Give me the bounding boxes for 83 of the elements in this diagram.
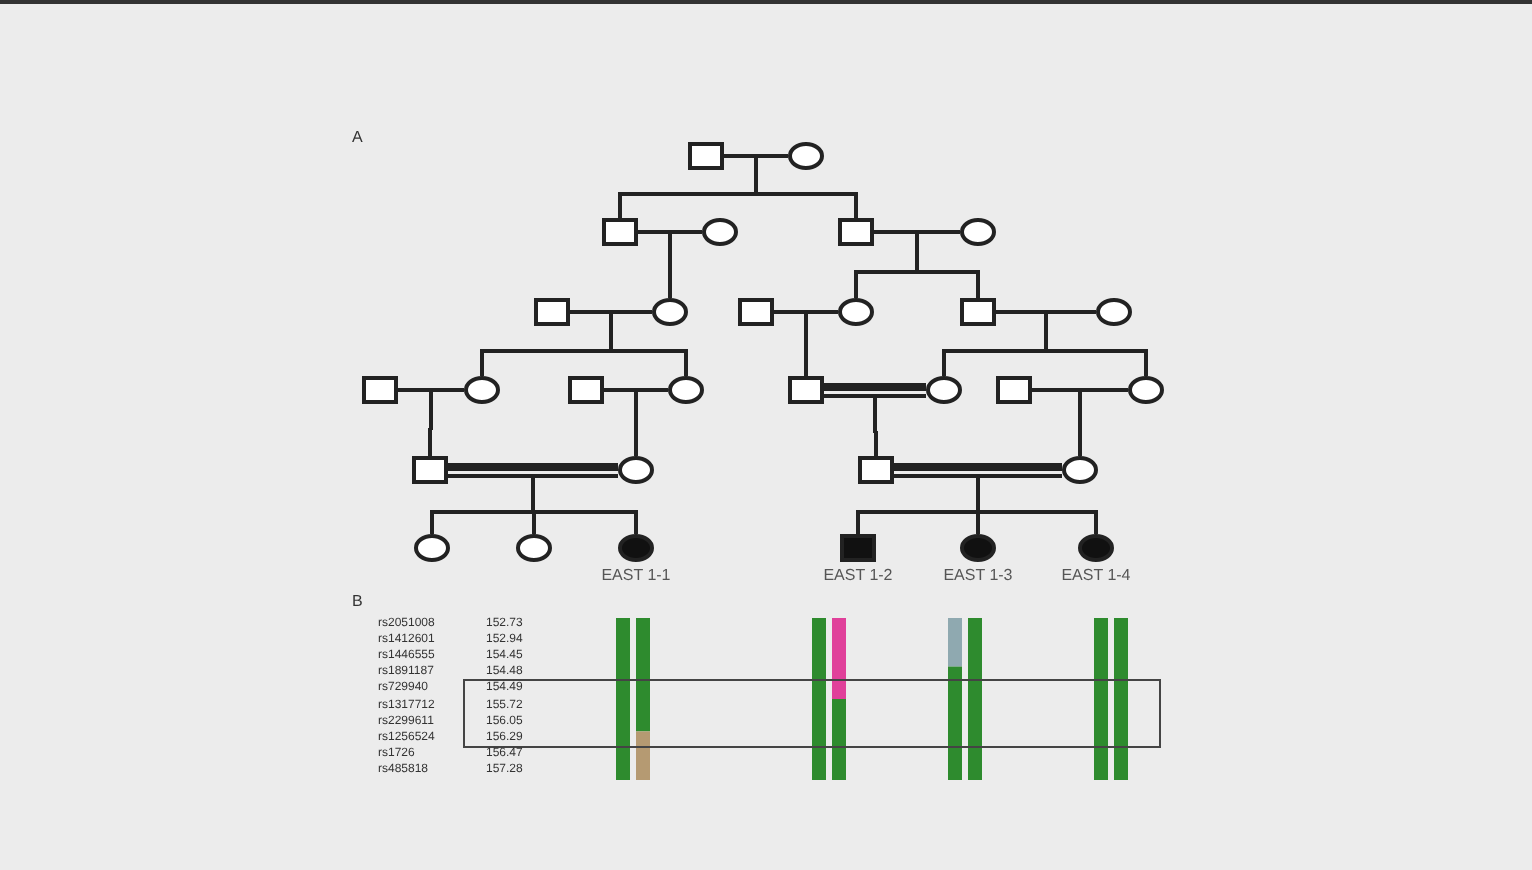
female-circle bbox=[414, 534, 450, 562]
patient-label: EAST 1-2 bbox=[821, 566, 895, 584]
pedigree-line bbox=[754, 156, 758, 194]
pedigree-line bbox=[533, 510, 638, 534]
affected-square bbox=[840, 534, 876, 562]
pedigree-line bbox=[854, 270, 917, 298]
pedigree-line bbox=[976, 476, 980, 512]
female-circle bbox=[926, 376, 962, 404]
male-square bbox=[602, 218, 638, 246]
male-square bbox=[362, 376, 398, 404]
pedigree-line bbox=[976, 510, 980, 534]
panel-letter: B bbox=[352, 592, 363, 610]
female-circle bbox=[788, 142, 824, 170]
pedigree-line bbox=[942, 349, 1046, 376]
pedigree-line bbox=[638, 230, 702, 234]
pedigree-line bbox=[1078, 428, 1082, 456]
pedigree-line bbox=[724, 154, 788, 158]
female-circle bbox=[652, 298, 688, 326]
pedigree-line bbox=[430, 510, 533, 534]
pedigree-line bbox=[856, 510, 978, 534]
pedigree-line bbox=[604, 388, 668, 392]
pedigree-line bbox=[915, 232, 919, 272]
male-square bbox=[688, 142, 724, 170]
pedigree-line bbox=[531, 476, 535, 512]
pedigree-line bbox=[978, 510, 1098, 534]
patient-label: EAST 1-3 bbox=[941, 566, 1015, 584]
female-circle bbox=[1062, 456, 1098, 484]
pedigree-line bbox=[611, 349, 688, 376]
female-circle bbox=[618, 456, 654, 484]
female-circle bbox=[516, 534, 552, 562]
patient-label: EAST 1-4 bbox=[1059, 566, 1133, 584]
male-square bbox=[960, 298, 996, 326]
pedigree-line bbox=[1046, 349, 1148, 376]
female-circle bbox=[1128, 376, 1164, 404]
affected-circle bbox=[960, 534, 996, 562]
affected-circle bbox=[1078, 534, 1114, 562]
female-circle bbox=[960, 218, 996, 246]
pedigree-line bbox=[429, 390, 433, 430]
male-square bbox=[738, 298, 774, 326]
pedigree-line bbox=[804, 312, 808, 351]
pedigree-line bbox=[609, 312, 613, 351]
pedigree-line bbox=[894, 474, 1062, 478]
male-square bbox=[412, 456, 448, 484]
female-circle bbox=[702, 218, 738, 246]
pedigree-line bbox=[634, 390, 638, 430]
pedigree-line bbox=[1044, 312, 1048, 351]
pedigree-line bbox=[824, 383, 926, 391]
pedigree-line bbox=[428, 428, 433, 456]
pedigree-line bbox=[480, 349, 611, 376]
pedigree-line bbox=[824, 394, 926, 398]
male-square bbox=[858, 456, 894, 484]
pedigree-line bbox=[618, 192, 756, 218]
pedigree-line bbox=[894, 463, 1062, 471]
pedigree-line bbox=[873, 431, 878, 456]
pedigree-line bbox=[448, 474, 618, 478]
female-circle bbox=[464, 376, 500, 404]
pedigree-line bbox=[448, 463, 618, 471]
female-circle bbox=[668, 376, 704, 404]
male-square bbox=[534, 298, 570, 326]
panel-letter: A bbox=[352, 128, 363, 146]
pedigree-line bbox=[531, 510, 536, 534]
affected-circle bbox=[618, 534, 654, 562]
pedigree-line bbox=[874, 230, 960, 234]
patient-label: EAST 1-1 bbox=[599, 566, 673, 584]
female-circle bbox=[1096, 298, 1132, 326]
pedigree-line bbox=[570, 310, 652, 314]
pedigree-line bbox=[668, 270, 672, 298]
pedigree-line bbox=[917, 270, 980, 298]
male-square bbox=[838, 218, 874, 246]
pedigree-line bbox=[873, 396, 877, 433]
male-square bbox=[788, 376, 824, 404]
pedigree-line bbox=[398, 388, 464, 392]
pedigree-line bbox=[634, 428, 638, 456]
pedigree-line bbox=[756, 192, 858, 218]
pedigree-line bbox=[804, 349, 808, 376]
pedigree-line bbox=[1078, 390, 1082, 430]
male-square bbox=[568, 376, 604, 404]
pedigree-line bbox=[1032, 388, 1128, 392]
male-square bbox=[996, 376, 1032, 404]
female-circle bbox=[838, 298, 874, 326]
pedigree-line bbox=[774, 310, 838, 314]
pedigree-line bbox=[668, 232, 672, 272]
pedigree-line bbox=[996, 310, 1096, 314]
